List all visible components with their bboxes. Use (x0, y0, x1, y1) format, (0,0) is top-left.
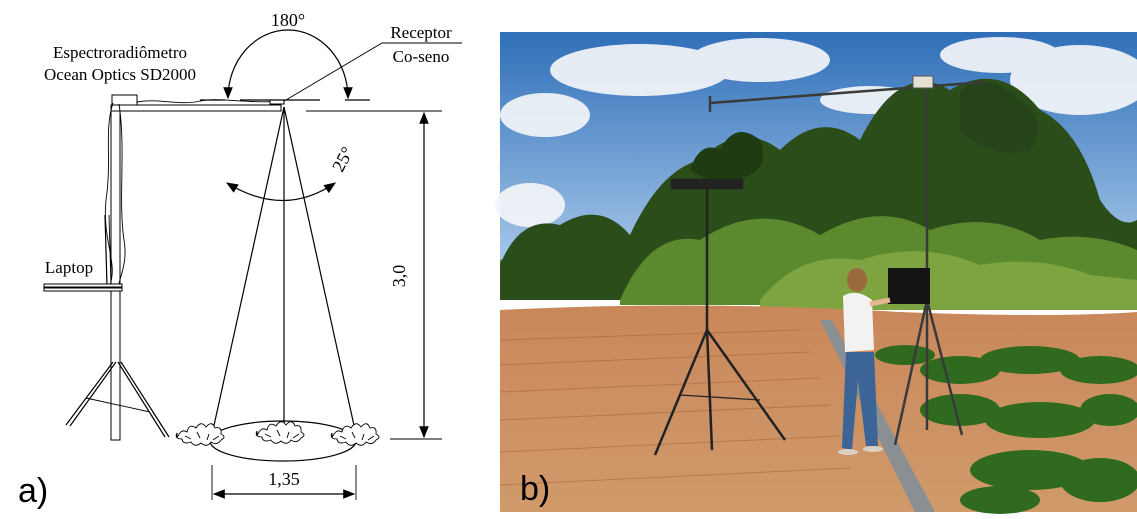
angle-25-arc (225, 182, 336, 202)
tree-line (500, 78, 1137, 310)
field-photo-panel: b) (495, 32, 1137, 514)
operator-person (838, 268, 891, 455)
laptop-base (43, 283, 123, 288)
sensor-boom (110, 104, 282, 112)
receptor-leader (285, 42, 462, 101)
angle-25-label: 25° (328, 143, 357, 175)
panel-b-label: b) (520, 470, 550, 508)
cosine-receptor-photo (912, 75, 934, 89)
tripod-legs (65, 361, 170, 438)
spectroradiometer-label: Espectroradiômetro (53, 43, 187, 62)
bean-plants (875, 345, 1137, 514)
laptop-screen (104, 214, 108, 287)
angle-180-arc (223, 29, 353, 100)
diameter-label: 1,35 (268, 469, 300, 489)
spectroradiometer-box (111, 94, 138, 106)
right-mast (708, 80, 986, 446)
receptor-label: Receptor (390, 23, 452, 42)
panel-a-label: a) (18, 472, 48, 510)
angle-180-label: 180° (271, 10, 305, 30)
cosine-label: Co-seno (393, 47, 450, 66)
laptop-cable (104, 102, 114, 286)
clouds (495, 37, 1137, 227)
schematic-panel: Espectroradiômetro Ocean Optics SD2000 R… (18, 10, 462, 510)
spectroradiometer-model-label: Ocean Optics SD2000 (44, 65, 196, 84)
height-label: 3,0 (389, 265, 409, 288)
spectroradiometer-photo (888, 268, 930, 304)
fov-cone (212, 106, 356, 431)
plant-canopy (175, 421, 380, 446)
fiber-cable (136, 99, 286, 104)
laptop-label: Laptop (45, 258, 93, 277)
left-tripod (653, 178, 787, 456)
